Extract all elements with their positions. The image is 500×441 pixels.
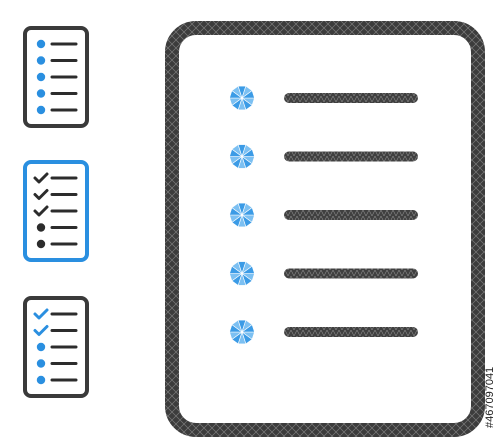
bullet-dot-icon <box>36 375 46 385</box>
bullet-dot-icon <box>36 72 46 82</box>
stock-id-watermark: #467097041 <box>484 367 496 428</box>
bullet-dot-icon <box>36 105 46 115</box>
checkmark-icon <box>33 189 49 200</box>
bullet-dot-icon <box>36 359 46 368</box>
mesh-list-line <box>284 151 418 162</box>
bullet-dot-icon <box>36 239 46 249</box>
bullet-dot-icon <box>36 342 46 352</box>
bullet-dot-icon <box>36 56 46 65</box>
mesh-list-line <box>284 327 418 337</box>
gem-bullet-icon <box>229 202 255 228</box>
checkmark-icon <box>33 205 49 217</box>
bullet-dot-icon <box>36 39 46 49</box>
gem-bullet-icon <box>229 261 255 286</box>
mesh-list-line <box>284 268 418 279</box>
document-list-icon-large-mesh <box>165 21 485 437</box>
stock-id-text: #467097041 <box>484 367 496 428</box>
gem-bullet-icon <box>229 144 255 169</box>
bullet-dot-icon <box>36 223 46 232</box>
checkmark-icon <box>33 325 49 336</box>
gem-bullet-icon <box>229 85 255 111</box>
mesh-list-line <box>284 210 418 220</box>
checkmark-icon <box>33 308 49 320</box>
gem-bullet-icon <box>229 319 255 345</box>
checkmark-icon <box>33 172 49 184</box>
mesh-list-line <box>284 93 418 103</box>
bullet-dot-icon <box>36 89 46 98</box>
